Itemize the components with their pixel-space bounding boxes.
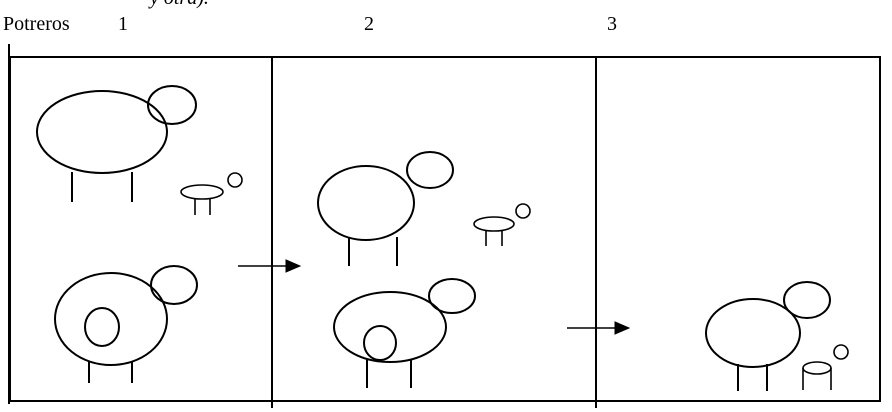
small-animal-head: [833, 344, 849, 360]
small-animal-body: [180, 184, 224, 200]
animal-body: [54, 272, 168, 366]
paddocks-label: Potreros: [3, 13, 70, 35]
small-animal-head: [515, 203, 531, 219]
paddock-number-1: 1: [118, 13, 128, 35]
animal-with-calf-1b: [54, 265, 198, 383]
caption-fragment: y otra).: [150, 0, 209, 8]
animal-head: [150, 265, 198, 305]
animal-body: [333, 291, 447, 363]
move-arrow-2-to-3: [567, 321, 631, 335]
small-animal-head: [227, 172, 243, 188]
animal-body: [36, 90, 168, 174]
paddock-frame: [8, 44, 881, 408]
animal-with-calf-2b: [333, 278, 476, 388]
calf-inside: [84, 307, 120, 347]
small-animal-1a: [180, 172, 243, 215]
animal-body: [317, 165, 415, 241]
large-animal-1a: [36, 85, 197, 202]
paddock-number-3: 3: [607, 13, 617, 35]
arrow-head: [614, 321, 631, 335]
paddock-3: [705, 281, 849, 391]
small-animal-2a: [473, 203, 531, 246]
paddock-number-2: 2: [364, 13, 374, 35]
move-arrow-1-to-2: [238, 259, 302, 273]
large-animal-2a: [317, 151, 454, 266]
animal-head: [783, 281, 831, 319]
small-animal-body: [802, 361, 832, 375]
paddocks-outline: [9, 56, 881, 402]
animal-head: [428, 278, 476, 314]
calf-inside: [363, 325, 397, 361]
large-animal-3a: [705, 281, 831, 391]
small-animal-body: [473, 216, 515, 232]
animal-head: [147, 85, 197, 125]
small-animal-3a: [802, 344, 849, 390]
animal-head: [406, 151, 454, 189]
animal-body: [705, 298, 801, 368]
paddock-1: [36, 85, 302, 383]
paddock-2: [317, 151, 631, 388]
arrow-head: [285, 259, 302, 273]
